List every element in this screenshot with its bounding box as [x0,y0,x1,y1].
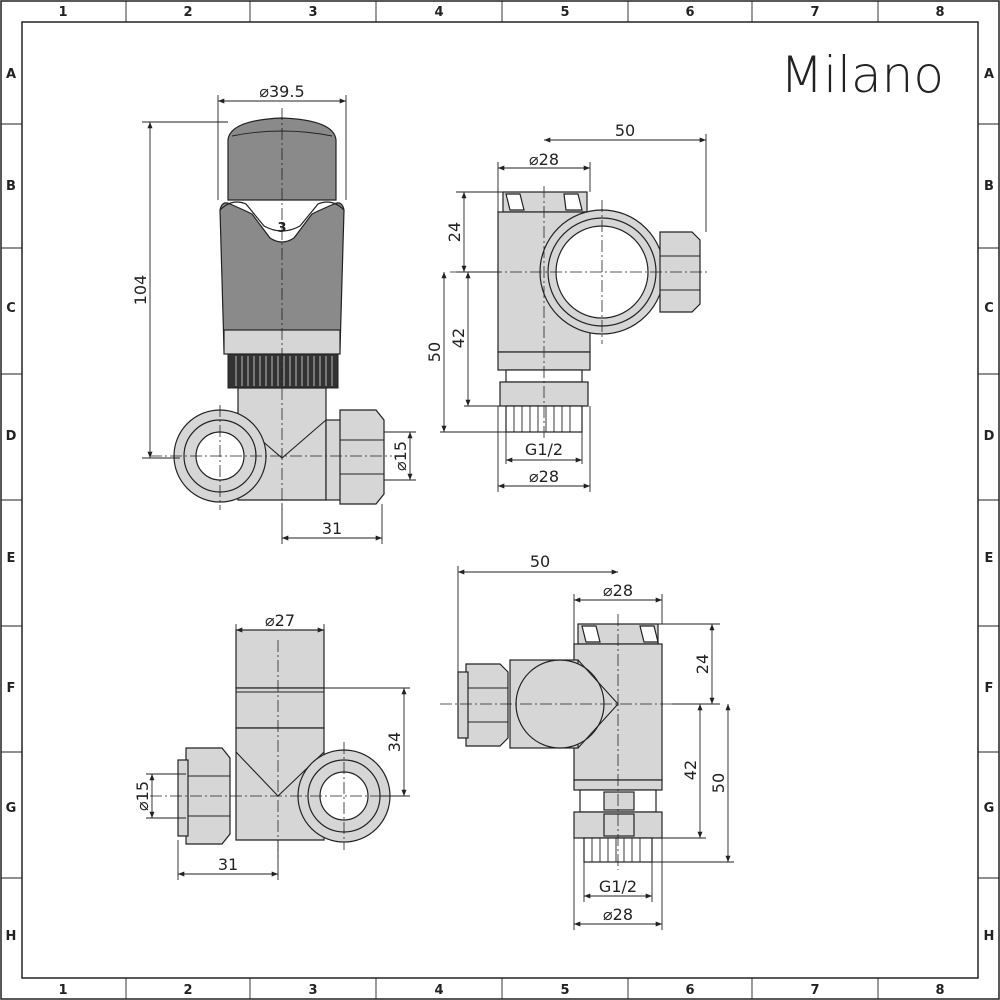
grid-row-label: G [984,801,995,816]
grid-row-label: A [984,67,994,82]
grid-row-label: H [6,929,17,944]
grid-col-label: 8 [935,983,944,998]
dim-height-34: 34 [385,732,404,752]
grid-column-labels-bottom: 1 2 3 4 5 6 7 8 [58,983,944,998]
grid-col-label: 4 [434,983,443,998]
dim-cap-24-lockshield: 24 [693,654,712,674]
grid-row-label: D [6,429,17,444]
grid-row-label: B [6,179,16,194]
dim-height-50: 50 [425,342,444,362]
grid-row-label: A [6,67,16,82]
grid-row-label: C [6,301,16,316]
grid-col-label: 8 [935,5,944,20]
grid-col-label: 3 [308,5,317,20]
dim-width-50: 50 [615,121,635,140]
dim-height-42: 42 [449,328,468,348]
grid-row-label: E [985,551,994,566]
grid-row-label: B [984,179,994,194]
dim-dia-27: ⌀27 [265,611,295,630]
view-front-lockshield: ⌀27 34 ⌀15 31 [133,611,410,880]
grid-row-label: F [985,681,994,696]
grid-col-label: 1 [58,983,67,998]
grid-col-label: 5 [560,983,569,998]
grid-col-label: 2 [183,5,192,20]
dim-dia-15: ⌀15 [391,441,410,471]
grid-row-label: D [984,429,995,444]
dim-dia-15-lockshield: ⌀15 [133,781,152,811]
dim-height-50-lockshield: 50 [709,773,728,793]
dim-dia-28-base-lockshield: ⌀28 [603,905,633,924]
grid-row-label: C [984,301,994,316]
grid-row-label: E [7,551,16,566]
dim-height-42-lockshield: 42 [681,760,700,780]
grid-row-labels-left: A B C D E F G H [6,67,17,944]
dim-value: 39.5 [269,82,305,101]
dim-thread-g12: G1/2 [525,440,563,459]
dim-cap-24: 24 [445,222,464,242]
grid-row-label: H [984,929,995,944]
grid-col-label: 4 [434,5,443,20]
brand-logo: Milano [780,46,944,104]
dim-offset-31: 31 [322,519,342,538]
grid-row-label: F [7,681,16,696]
grid-col-label: 7 [810,5,819,20]
dim-dia-28-cap: ⌀28 [529,150,559,169]
dim-height-104: 104 [131,275,150,306]
dim-offset-31-lockshield: 31 [218,855,238,874]
dim-dia-28-cap-lockshield: ⌀28 [603,581,633,600]
grid-row-label: G [6,801,17,816]
grid-col-label: 5 [560,5,569,20]
grid-col-label: 6 [685,983,694,998]
view-side-top: 50 ⌀28 24 50 42 G1/2 ⌀28 [425,121,710,492]
grid-col-label: 2 [183,983,192,998]
grid-column-labels-top: 1 2 3 4 5 6 7 8 [58,5,944,20]
dim-dia-39-5: ⌀39.5 [259,82,304,101]
grid-col-label: 1 [58,5,67,20]
grid-col-label: 7 [810,983,819,998]
grid-col-label: 6 [685,5,694,20]
dim-dia-28-base: ⌀28 [529,467,559,486]
dim-width-50-lockshield: 50 [530,552,550,571]
view-front-thermostatic: 3 [131,82,416,544]
grid-row-labels-right: A B C D E F G H [984,67,995,944]
grid-col-label: 3 [308,983,317,998]
dim-thread-g12-lockshield: G1/2 [599,877,637,896]
view-side-bottom: 50 ⌀28 24 42 50 G1/2 ⌀28 [440,552,734,930]
dia-symbol: ⌀ [259,82,269,101]
